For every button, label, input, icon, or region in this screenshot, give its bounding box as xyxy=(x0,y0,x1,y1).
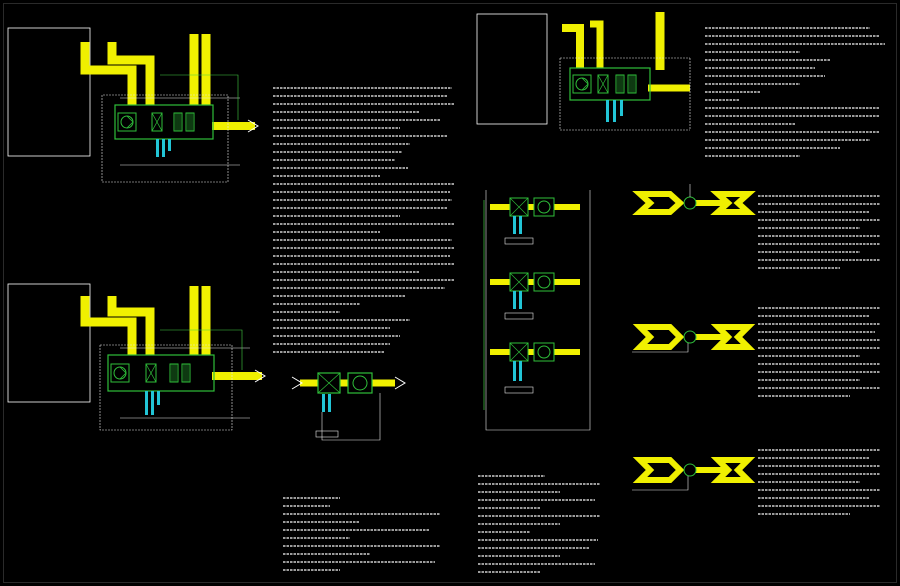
room-outline xyxy=(476,13,548,125)
pipe xyxy=(620,100,623,116)
controller-box xyxy=(315,430,339,438)
sheet-border xyxy=(3,3,897,583)
notes-block-4 xyxy=(705,27,885,157)
ahu-casing xyxy=(114,104,214,140)
filter-icon xyxy=(173,112,183,132)
fan-coil-control-diagram xyxy=(291,372,406,441)
main-riser-lines xyxy=(485,190,591,431)
ahu-diagram-2 xyxy=(7,283,266,431)
filter-icon xyxy=(615,74,625,94)
damper-diagram-2 xyxy=(632,324,756,353)
pipe xyxy=(606,100,609,122)
filter-icon xyxy=(181,363,191,383)
notes-block-3 xyxy=(478,475,600,573)
notes-block-5 xyxy=(758,195,880,269)
notes-block-1 xyxy=(273,87,455,353)
coil-icon xyxy=(597,74,609,94)
notes-text-lines xyxy=(273,87,455,353)
pipe xyxy=(613,100,616,122)
notes-block-2 xyxy=(283,497,440,571)
room-outline xyxy=(7,283,91,403)
coil-icon xyxy=(151,112,163,132)
notes-text-lines xyxy=(283,497,440,571)
return-arrow xyxy=(247,119,259,133)
fan-icon xyxy=(572,74,592,94)
ahu-casing xyxy=(569,67,651,101)
pipe xyxy=(322,394,325,412)
multi-fancoil-diagram xyxy=(483,190,591,431)
damper-diagram-3 xyxy=(632,457,756,491)
ahu-casing xyxy=(107,354,215,392)
notes-text-lines xyxy=(758,195,880,269)
room-outline xyxy=(7,27,91,157)
unit-row-1 xyxy=(490,197,580,245)
ahu-diagram-3 xyxy=(476,12,691,131)
return-arrow xyxy=(254,369,266,383)
filter-icon xyxy=(185,112,195,132)
control-wiring xyxy=(559,57,691,131)
notes-block-7 xyxy=(758,449,880,515)
fan-icon xyxy=(117,112,137,132)
fan-box xyxy=(347,372,373,394)
notes-text-lines xyxy=(705,27,885,157)
supply-duct xyxy=(590,20,604,68)
notes-text-lines xyxy=(478,475,600,573)
water-pipes xyxy=(156,139,171,157)
filter-icon xyxy=(627,74,637,94)
unit-row-3 xyxy=(490,342,580,394)
fan-icon xyxy=(110,363,130,383)
supply-duct xyxy=(80,286,211,355)
unit-row-2 xyxy=(490,272,580,320)
coil-icon xyxy=(145,363,157,383)
supply-duct xyxy=(80,34,211,105)
ahu-diagram-1 xyxy=(7,27,259,183)
outlet-arrow xyxy=(394,376,406,390)
control-wiring xyxy=(99,329,250,431)
pipe xyxy=(328,394,331,412)
supply-duct xyxy=(562,24,584,68)
damper-diagram-1 xyxy=(632,184,756,215)
inlet-arrow xyxy=(291,376,303,390)
notes-text-lines xyxy=(758,449,880,515)
filter-icon xyxy=(169,363,179,383)
water-pipes xyxy=(145,391,160,415)
notes-text-lines xyxy=(758,307,880,397)
notes-block-6 xyxy=(758,307,880,397)
control-wiring xyxy=(101,74,240,183)
